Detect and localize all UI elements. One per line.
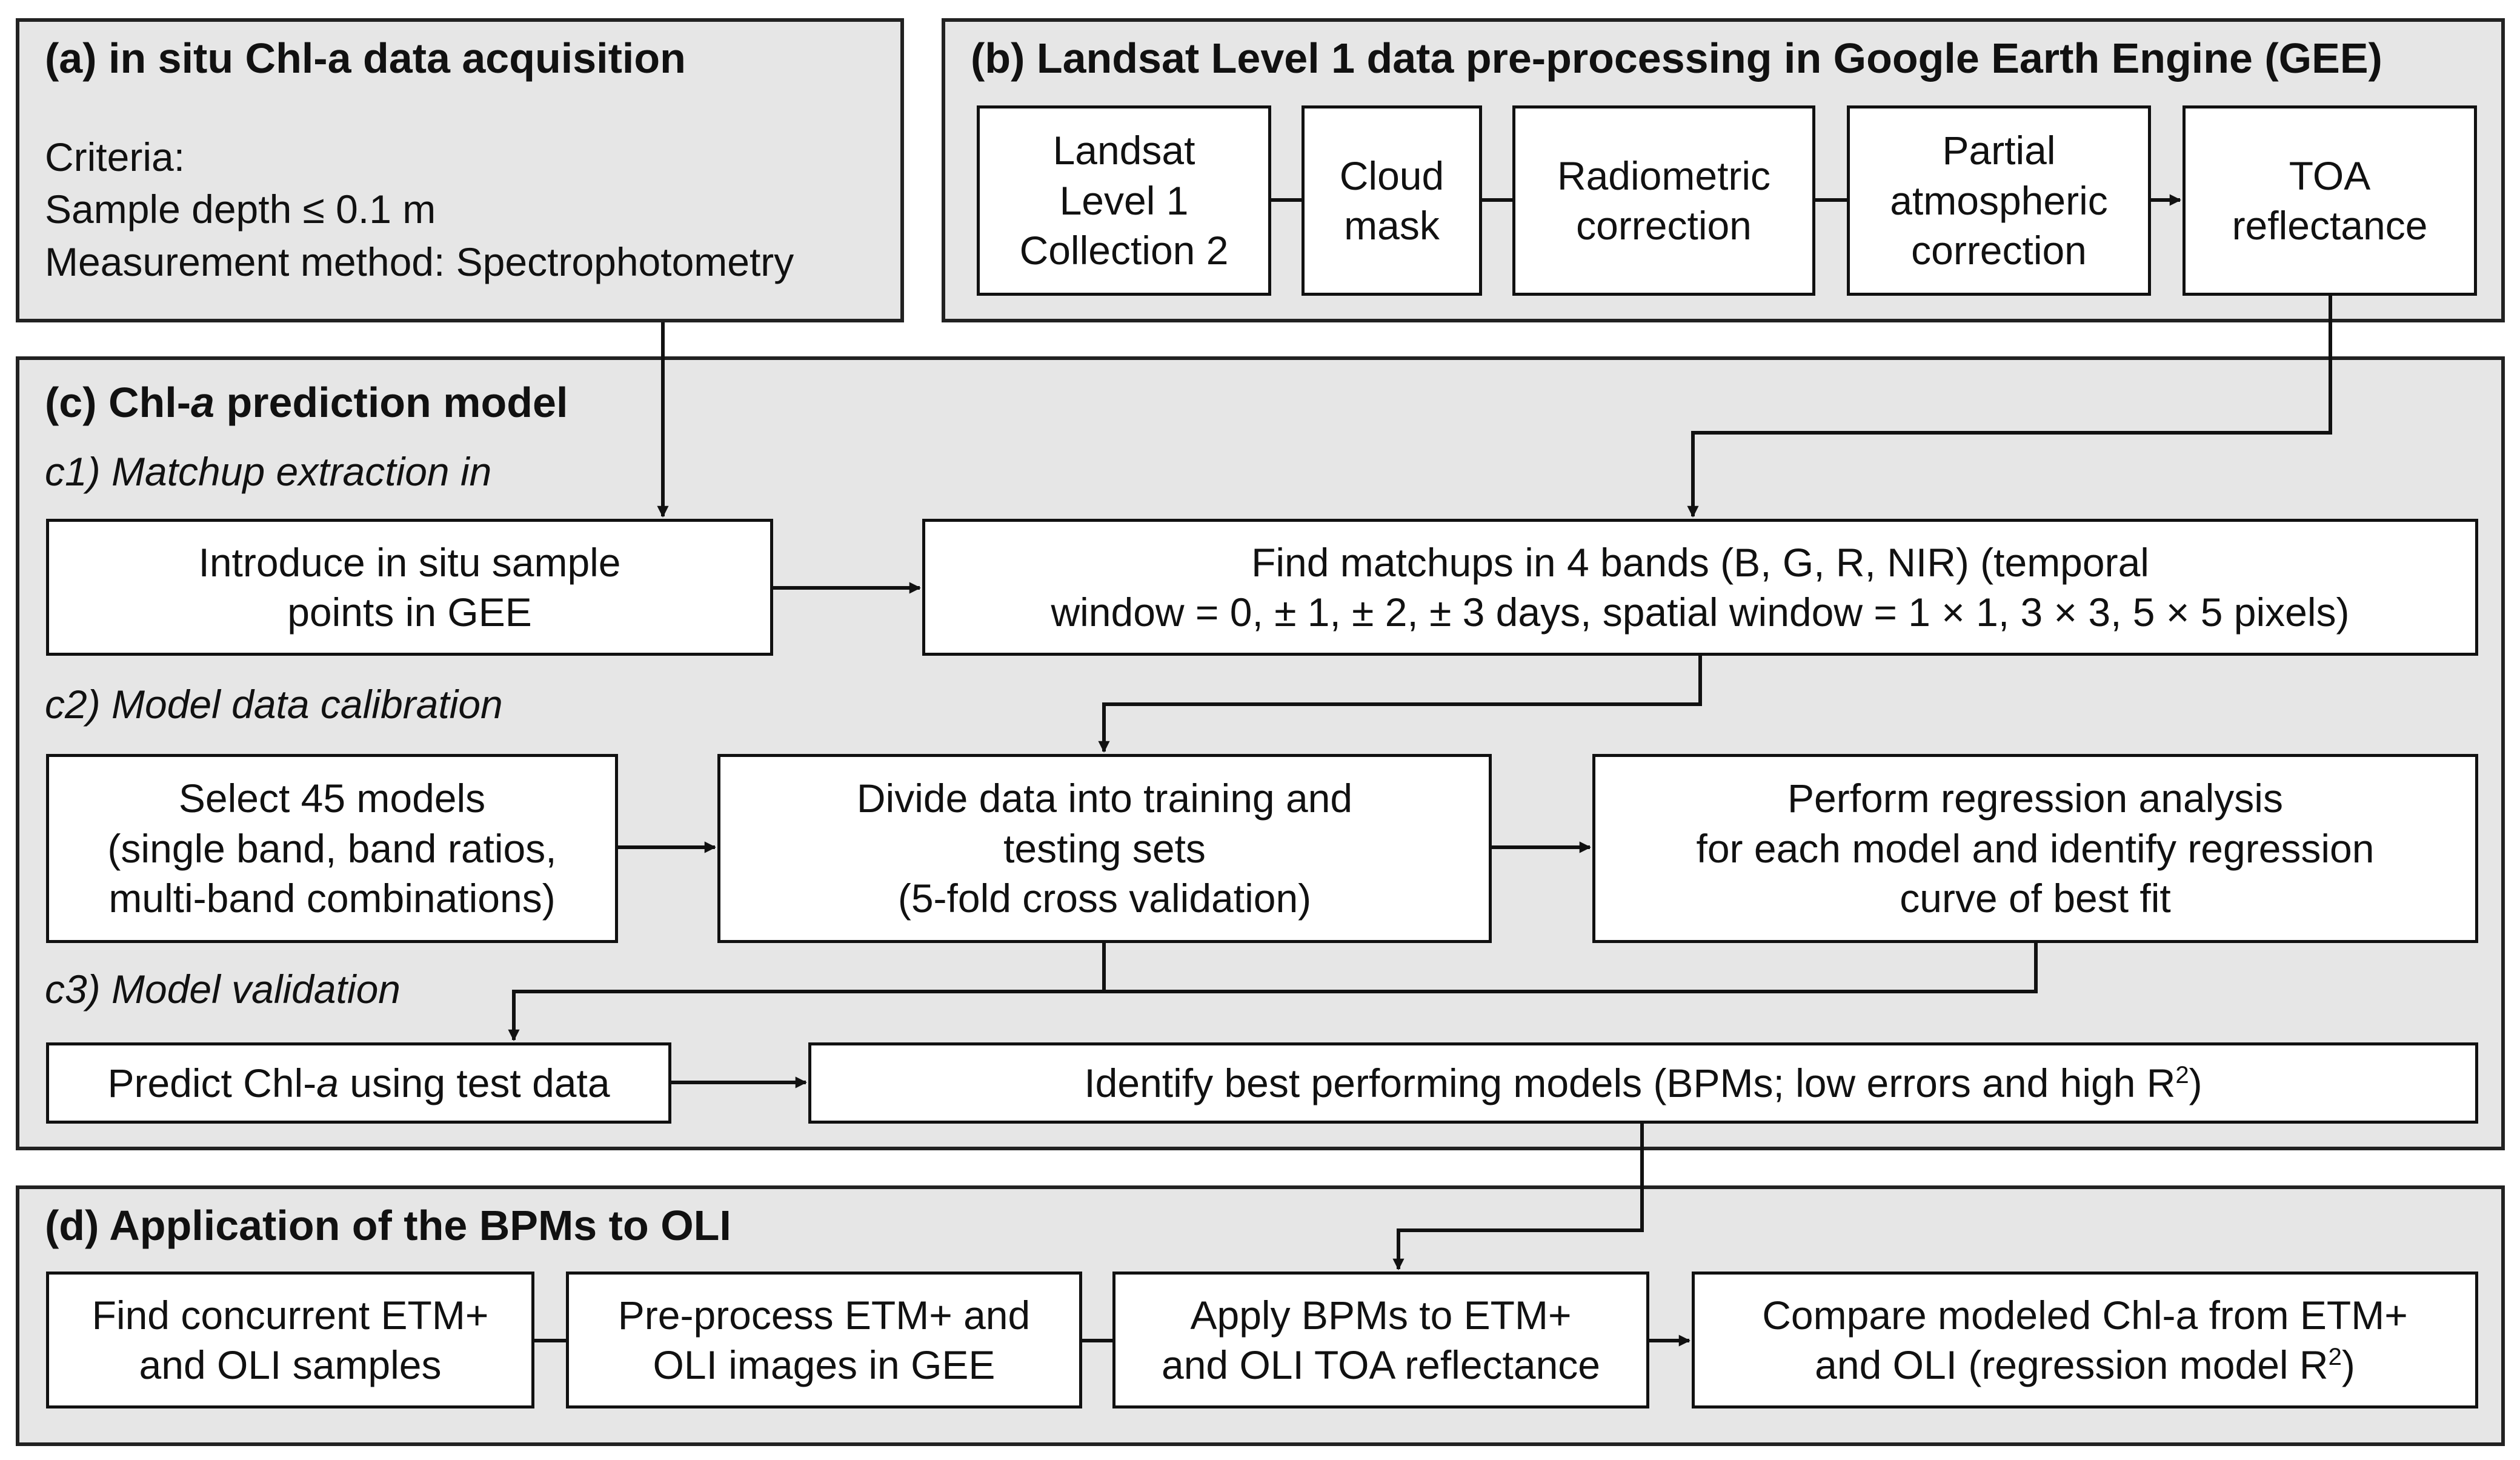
step-text: mask <box>1344 203 1440 248</box>
panel-a-title: (a) in situ Chl-a data acquisition <box>45 35 686 82</box>
panel-c-title-prefix: (c) Chl- <box>45 379 191 426</box>
step-cloud-mask: Cloud mask <box>1302 105 1482 296</box>
box-text: and OLI samples <box>139 1342 442 1387</box>
box-text: curve of best fit <box>1900 876 2171 921</box>
regression-analysis-box: Perform regression analysis for each mod… <box>1592 754 2478 943</box>
predict-chla-text: Predict Chl-a using test data <box>107 1058 610 1108</box>
box-text: (5-fold cross validation) <box>897 876 1312 921</box>
box-text: points in GEE <box>287 590 532 635</box>
c3-label: c3) Model validation <box>45 967 401 1012</box>
step-text: Cloud <box>1339 153 1445 198</box>
panel-c-title: (c) Chl-a prediction model <box>45 378 568 427</box>
box-text: window = 0, ± 1, ± 2, ± 3 days, spatial … <box>1051 590 2350 635</box>
step-text: TOA <box>2289 153 2371 198</box>
identify-bpms-box: Identify best performing models (BPMs; l… <box>808 1042 2478 1124</box>
step-text: correction <box>1576 203 1752 248</box>
arrow-toa-to-find-matchups <box>1687 296 2332 518</box>
preprocess-images-box: Pre-process ETM+ and OLI images in GEE <box>566 1272 1082 1408</box>
box-text: (single band, band ratios, <box>107 825 557 871</box>
box-text: Select 45 models <box>178 776 486 821</box>
step-toa-reflectance: TOA reflectance <box>2183 105 2477 296</box>
step-partial-atmospheric-correction: Partial atmospheric correction <box>1847 105 2151 296</box>
criteria-measurement-method: Measurement method: Spectrophotometry <box>45 239 794 284</box>
compare-modeled-chla-box: Compare modeled Chl-a from ETM+ and OLI … <box>1692 1272 2478 1408</box>
panel-c-prediction-model: (c) Chl-a prediction model c1) Matchup e… <box>16 356 2505 1150</box>
panel-d-title: (d) Application of the BPMs to OLI <box>45 1202 731 1249</box>
panel-a-insitu-acquisition: (a) in situ Chl-a data acquisition Crite… <box>16 18 904 322</box>
box-text: Find concurrent ETM+ <box>91 1292 489 1338</box>
c2-label: c2) Model data calibration <box>45 682 503 727</box>
box-text: for each model and identify regression <box>1696 825 2375 871</box>
box-text: Divide data into training and <box>856 776 1353 821</box>
step-text: reflectance <box>2232 203 2428 248</box>
step-text: correction <box>1911 228 2087 273</box>
compare-line-2: and OLI (regression model R2) <box>1815 1340 2355 1390</box>
box-text: Find matchups in 4 bands (B, G, R, NIR) … <box>1251 539 2149 585</box>
box-text: Pre-process ETM+ and <box>617 1292 1031 1338</box>
panel-c-title-suffix: prediction model <box>214 379 568 426</box>
box-text: and OLI TOA reflectance <box>1161 1342 1600 1387</box>
step-text: atmospheric <box>1890 178 2108 223</box>
apply-bpms-box: Apply BPMs to ETM+ and OLI TOA reflectan… <box>1112 1272 1649 1408</box>
identify-sup: 2 <box>2175 1061 2189 1088</box>
compare-sup: 2 <box>2328 1344 2342 1370</box>
c1-label: c1) Matchup extraction in <box>45 449 492 494</box>
box-text: multi-band combinations) <box>108 876 556 921</box>
box-text: testing sets <box>1003 825 1206 871</box>
box-text: OLI images in GEE <box>653 1342 996 1387</box>
identify-close: ) <box>2189 1060 2203 1105</box>
compare-close: ) <box>2341 1342 2355 1387</box>
panel-a-criteria: Criteria: Sample depth ≤ 0.1 m Measureme… <box>45 131 794 288</box>
identify-bpms-text: Identify best performing models (BPMs; l… <box>1084 1058 2202 1108</box>
arrow-calibration-to-predict <box>508 943 2038 1041</box>
predict-prefix: Predict Chl- <box>107 1060 317 1105</box>
predict-italic: a <box>316 1060 339 1105</box>
criteria-sample-depth: Sample depth ≤ 0.1 m <box>45 187 436 232</box>
compare-line-2-text: and OLI (regression model R <box>1815 1342 2329 1387</box>
find-matchups-box: Find matchups in 4 bands (B, G, R, NIR) … <box>922 519 2478 656</box>
find-concurrent-samples-box: Find concurrent ETM+ and OLI samples <box>46 1272 534 1408</box>
panel-c-title-italic: a <box>191 379 215 426</box>
panel-b-title: (b) Landsat Level 1 data pre-processing … <box>971 35 2382 82</box>
box-text: Introduce in situ sample <box>198 539 621 585</box>
predict-suffix: using test data <box>338 1060 610 1105</box>
box-text: Apply BPMs to ETM+ <box>1190 1292 1572 1338</box>
arrow-find-to-divide <box>1098 656 1702 753</box>
select-models-box: Select 45 models (single band, band rati… <box>46 754 618 943</box>
step-text: Collection 2 <box>1019 228 1229 273</box>
step-text: Landsat <box>1052 128 1195 173</box>
box-text: Perform regression analysis <box>1787 776 2283 821</box>
step-landsat-collection: Landsat Level 1 Collection 2 <box>977 105 1271 296</box>
identify-text: Identify best performing models (BPMs; l… <box>1084 1060 2176 1105</box>
criteria-heading: Criteria: <box>45 135 185 179</box>
box-text: Compare modeled Chl-a from ETM+ <box>1762 1292 2408 1338</box>
step-text: Level 1 <box>1059 178 1189 223</box>
introduce-sample-points-box: Introduce in situ sample points in GEE <box>46 519 773 656</box>
predict-chla-box: Predict Chl-a using test data <box>46 1042 671 1124</box>
divide-training-testing-box: Divide data into training and testing se… <box>717 754 1492 943</box>
step-text: Radiometric <box>1557 153 1771 198</box>
step-radiometric-correction: Radiometric correction <box>1512 105 1815 296</box>
step-text: Partial <box>1942 128 2056 173</box>
arrow-identify-to-apply <box>1392 1124 1644 1270</box>
